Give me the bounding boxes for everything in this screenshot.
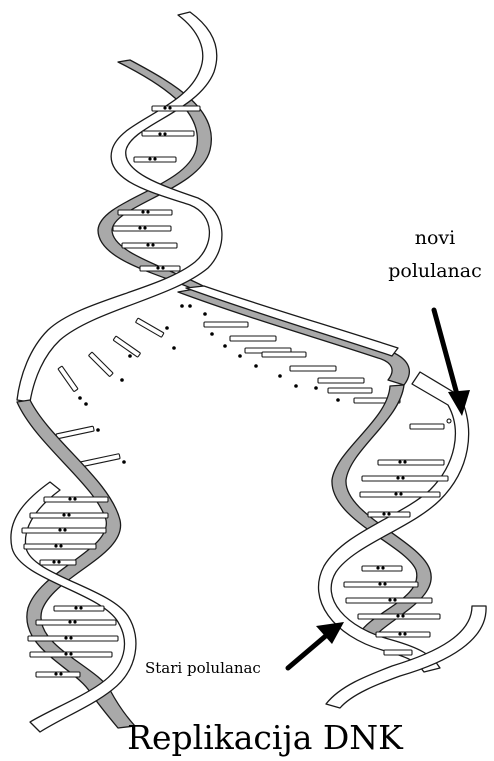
base [113, 336, 140, 357]
base-pair [142, 131, 194, 136]
base-pair [378, 460, 444, 465]
base-pair [113, 226, 171, 231]
base-pair [118, 210, 172, 215]
right-daughter-helix [319, 372, 487, 708]
base [204, 322, 248, 327]
left-daughter-helix [11, 400, 136, 732]
base-pair [152, 106, 200, 111]
base-pair [36, 672, 80, 677]
base-pair [376, 632, 430, 637]
base [328, 388, 372, 393]
base [136, 318, 164, 337]
base [80, 454, 120, 467]
base [290, 366, 336, 371]
new-strand-label-line1: novi [381, 222, 489, 255]
base [318, 378, 364, 383]
base-pair [362, 476, 448, 481]
arrow-icon [288, 622, 344, 668]
diagram-title: Replikacija DNK [120, 718, 410, 757]
base [58, 366, 78, 392]
left-template-bases [56, 318, 164, 467]
new-strand-label-line2: polulanac [381, 255, 489, 288]
base [56, 426, 94, 439]
base-pair [54, 606, 104, 611]
base [88, 352, 113, 377]
base-pair [28, 636, 118, 641]
right-front-edge [186, 286, 398, 356]
base-pair [140, 266, 180, 271]
base-pair [410, 424, 444, 429]
old-strand-label: Stari polulanac [145, 659, 261, 677]
base-pair [384, 650, 412, 655]
base [262, 352, 306, 357]
new-strand-label: novi polulanac [381, 222, 489, 288]
base [230, 336, 276, 341]
